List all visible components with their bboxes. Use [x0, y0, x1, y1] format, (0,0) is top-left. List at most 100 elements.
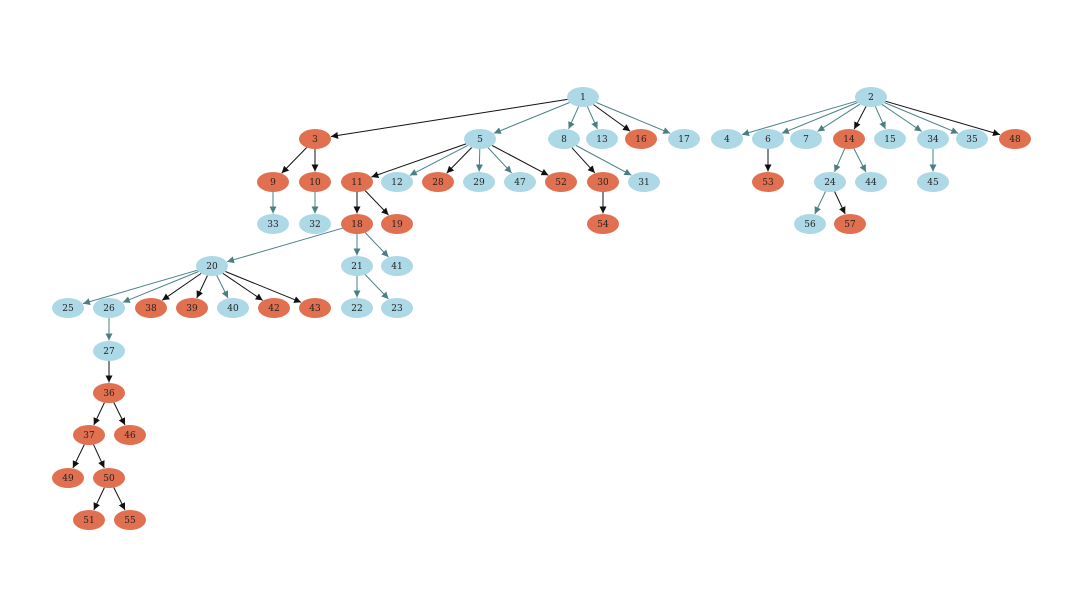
node-44[interactable]: 44: [855, 172, 887, 192]
node-ellipse[interactable]: [545, 172, 577, 192]
node-ellipse[interactable]: [52, 298, 84, 318]
node-ellipse[interactable]: [586, 129, 618, 149]
node-ellipse[interactable]: [752, 172, 784, 192]
node-ellipse[interactable]: [381, 298, 413, 318]
node-ellipse[interactable]: [711, 129, 743, 149]
node-ellipse[interactable]: [855, 87, 887, 107]
node-ellipse[interactable]: [917, 172, 949, 192]
node-4[interactable]: 4: [711, 129, 743, 149]
node-43[interactable]: 43: [299, 298, 331, 318]
node-ellipse[interactable]: [73, 510, 105, 530]
node-ellipse[interactable]: [381, 214, 413, 234]
node-21[interactable]: 21: [341, 256, 373, 276]
node-ellipse[interactable]: [299, 172, 331, 192]
node-40[interactable]: 40: [217, 298, 249, 318]
node-ellipse[interactable]: [464, 129, 496, 149]
node-33[interactable]: 33: [257, 214, 289, 234]
node-46[interactable]: 46: [114, 425, 146, 445]
node-35[interactable]: 35: [956, 129, 988, 149]
node-ellipse[interactable]: [196, 256, 228, 276]
node-ellipse[interactable]: [587, 172, 619, 192]
node-45[interactable]: 45: [917, 172, 949, 192]
node-ellipse[interactable]: [874, 129, 906, 149]
node-22[interactable]: 22: [341, 298, 373, 318]
node-11[interactable]: 11: [341, 172, 373, 192]
node-ellipse[interactable]: [794, 214, 826, 234]
node-ellipse[interactable]: [628, 172, 660, 192]
node-49[interactable]: 49: [52, 468, 84, 488]
node-54[interactable]: 54: [587, 214, 619, 234]
node-ellipse[interactable]: [299, 214, 331, 234]
node-52[interactable]: 52: [545, 172, 577, 192]
node-ellipse[interactable]: [422, 172, 454, 192]
node-14[interactable]: 14: [833, 129, 865, 149]
node-13[interactable]: 13: [586, 129, 618, 149]
node-ellipse[interactable]: [257, 172, 289, 192]
node-3[interactable]: 3: [299, 129, 331, 149]
node-30[interactable]: 30: [587, 172, 619, 192]
node-10[interactable]: 10: [299, 172, 331, 192]
node-ellipse[interactable]: [114, 425, 146, 445]
node-9[interactable]: 9: [257, 172, 289, 192]
node-ellipse[interactable]: [567, 87, 599, 107]
node-39[interactable]: 39: [176, 298, 208, 318]
node-20[interactable]: 20: [196, 256, 228, 276]
node-ellipse[interactable]: [341, 214, 373, 234]
node-ellipse[interactable]: [956, 129, 988, 149]
node-ellipse[interactable]: [114, 510, 146, 530]
node-ellipse[interactable]: [73, 425, 105, 445]
node-25[interactable]: 25: [52, 298, 84, 318]
node-8[interactable]: 8: [548, 129, 580, 149]
node-ellipse[interactable]: [93, 383, 125, 403]
node-53[interactable]: 53: [752, 172, 784, 192]
node-ellipse[interactable]: [504, 172, 536, 192]
node-31[interactable]: 31: [628, 172, 660, 192]
node-ellipse[interactable]: [257, 214, 289, 234]
node-50[interactable]: 50: [93, 468, 125, 488]
node-ellipse[interactable]: [258, 298, 290, 318]
node-16[interactable]: 16: [625, 129, 657, 149]
node-ellipse[interactable]: [52, 468, 84, 488]
node-34[interactable]: 34: [917, 129, 949, 149]
node-ellipse[interactable]: [999, 129, 1031, 149]
node-27[interactable]: 27: [93, 341, 125, 361]
node-47[interactable]: 47: [504, 172, 536, 192]
node-24[interactable]: 24: [814, 172, 846, 192]
node-57[interactable]: 57: [834, 214, 866, 234]
node-38[interactable]: 38: [135, 298, 167, 318]
node-ellipse[interactable]: [135, 298, 167, 318]
node-12[interactable]: 12: [381, 172, 413, 192]
node-1[interactable]: 1: [567, 87, 599, 107]
node-ellipse[interactable]: [625, 129, 657, 149]
node-ellipse[interactable]: [93, 468, 125, 488]
node-55[interactable]: 55: [114, 510, 146, 530]
node-ellipse[interactable]: [341, 256, 373, 276]
node-ellipse[interactable]: [548, 129, 580, 149]
node-ellipse[interactable]: [587, 214, 619, 234]
node-ellipse[interactable]: [814, 172, 846, 192]
node-ellipse[interactable]: [217, 298, 249, 318]
node-15[interactable]: 15: [874, 129, 906, 149]
node-ellipse[interactable]: [833, 129, 865, 149]
node-ellipse[interactable]: [463, 172, 495, 192]
node-17[interactable]: 17: [668, 129, 700, 149]
node-6[interactable]: 6: [752, 129, 784, 149]
node-32[interactable]: 32: [299, 214, 331, 234]
node-29[interactable]: 29: [463, 172, 495, 192]
node-7[interactable]: 7: [790, 129, 822, 149]
node-5[interactable]: 5: [464, 129, 496, 149]
node-ellipse[interactable]: [93, 298, 125, 318]
node-26[interactable]: 26: [93, 298, 125, 318]
node-28[interactable]: 28: [422, 172, 454, 192]
node-56[interactable]: 56: [794, 214, 826, 234]
node-36[interactable]: 36: [93, 383, 125, 403]
node-23[interactable]: 23: [381, 298, 413, 318]
node-ellipse[interactable]: [299, 129, 331, 149]
node-ellipse[interactable]: [834, 214, 866, 234]
node-19[interactable]: 19: [381, 214, 413, 234]
node-ellipse[interactable]: [381, 256, 413, 276]
node-ellipse[interactable]: [93, 341, 125, 361]
node-ellipse[interactable]: [341, 172, 373, 192]
node-48[interactable]: 48: [999, 129, 1031, 149]
node-ellipse[interactable]: [381, 172, 413, 192]
